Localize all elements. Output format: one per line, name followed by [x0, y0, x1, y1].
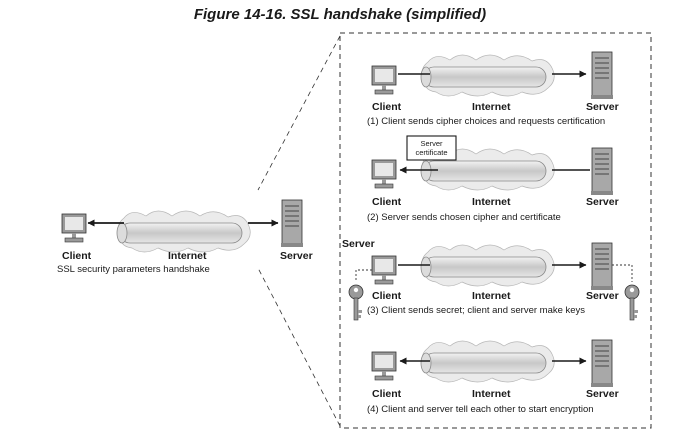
step-1-internet-label: Internet [472, 101, 511, 113]
figure-title: Figure 14-16. SSL handshake (simplified) [193, 6, 487, 23]
cloud-tube-icon [420, 54, 555, 97]
certificate-badge-line1: Server [420, 139, 443, 148]
step-4-internet-label: Internet [472, 388, 511, 400]
step-2-internet-label: Internet [472, 196, 511, 208]
step-3-client-label: Client [372, 290, 402, 302]
zoom-line-top [257, 35, 341, 191]
key-icon [624, 284, 640, 321]
step-1-client-label: Client [372, 101, 402, 113]
computer-icon [371, 351, 397, 381]
cloud-tube-icon [420, 244, 555, 287]
step-2-client-label: Client [372, 196, 402, 208]
step-3-internet-label: Internet [472, 290, 511, 302]
step-4-client-label: Client [372, 388, 402, 400]
cloud-tube-icon [116, 210, 251, 253]
key-icon [348, 284, 364, 321]
computer-icon [371, 255, 397, 285]
certificate-badge-line2: certificate [415, 148, 447, 157]
step-1-group: Client Internet Server (1) Client sends … [367, 51, 619, 127]
step-4-caption: (4) Client and server tell each other to… [367, 404, 594, 415]
cloud-tube-icon [420, 340, 555, 383]
overview-server-label: Server [280, 250, 313, 262]
detail-frame [339, 32, 652, 429]
overview-group: Client Internet Server SSL security para… [57, 199, 313, 275]
zoom-line-bottom [257, 267, 341, 427]
server-certificate-badge: Server certificate [406, 135, 457, 161]
server-tower-icon [591, 51, 613, 99]
step-2-server-label: Server [586, 196, 619, 208]
step-3-group: Server [342, 238, 640, 321]
computer-icon [371, 65, 397, 95]
computer-icon [61, 213, 87, 243]
step-1-server-label: Server [586, 101, 619, 113]
overview-client-label: Client [62, 250, 92, 262]
step-2-group: Server certificate Client Internet Serve… [367, 135, 619, 223]
computer-icon [371, 159, 397, 189]
server-tower-icon [591, 339, 613, 387]
step-1-caption: (1) Client sends cipher choices and requ… [367, 116, 605, 127]
step-2-caption: (2) Server sends chosen cipher and certi… [367, 212, 561, 223]
overview-caption: SSL security parameters handshake [57, 264, 210, 275]
step-4-group: Client Internet Server (4) Client and se… [367, 339, 619, 415]
step-3-caption: (3) Client sends secret; client and serv… [367, 305, 585, 316]
server-tower-icon [591, 147, 613, 195]
step-3-server-label: Server [586, 290, 619, 302]
step-3-side-server-label: Server [342, 238, 375, 250]
server-tower-icon [281, 199, 303, 247]
step-4-server-label: Server [586, 388, 619, 400]
overview-internet-label: Internet [168, 250, 207, 262]
server-tower-icon [591, 242, 613, 290]
